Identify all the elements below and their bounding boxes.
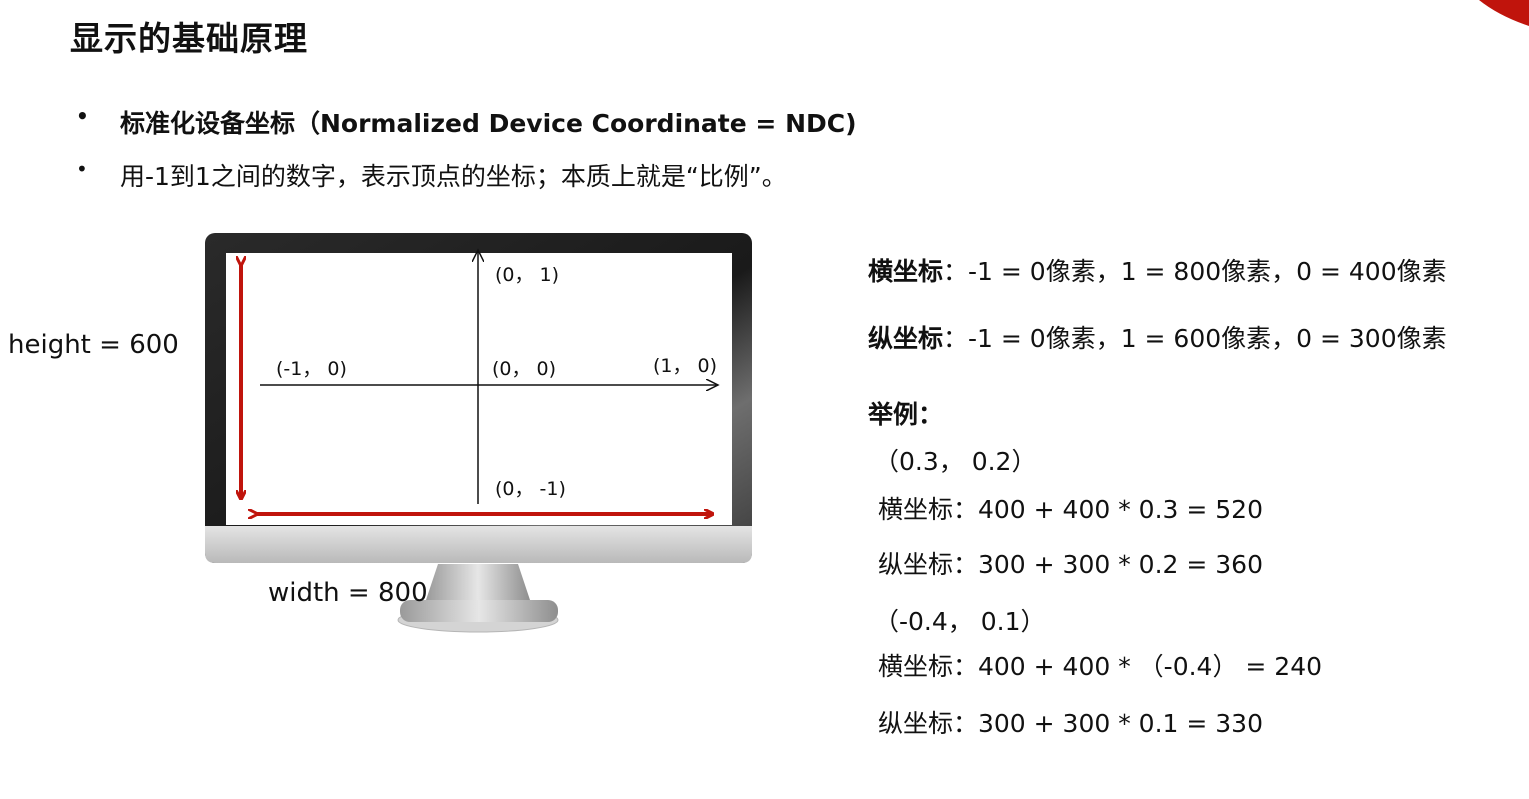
monitor-screen bbox=[226, 253, 732, 525]
example-point: （0.3， 0.2） bbox=[874, 447, 1037, 476]
width-label: width = 800 bbox=[268, 578, 428, 608]
y-axis-mapping-text: ：-1 = 0像素，1 = 600像素，0 = 300像素 bbox=[943, 324, 1447, 353]
page-title: 显示的基础原理 bbox=[70, 19, 308, 58]
bullet-ndc-definition: 标准化设备坐标（Normalized Device Coordinate = N… bbox=[120, 109, 857, 138]
coord-label-right: (1， 0) bbox=[653, 355, 718, 377]
height-label: height = 600 bbox=[8, 330, 179, 360]
monitor-stand bbox=[397, 564, 559, 633]
monitor-diagram bbox=[205, 233, 752, 633]
y-axis-mapping-label: 纵坐标 bbox=[868, 324, 944, 353]
example-heading: 举例： bbox=[868, 400, 944, 429]
corner-decoration bbox=[1479, 0, 1529, 26]
example-y-calc: 纵坐标：300 + 300 * 0.1 = 330 bbox=[878, 709, 1263, 738]
bullet-marker: • bbox=[76, 157, 88, 181]
bullet-marker: • bbox=[76, 104, 89, 128]
bullet-ndc-description: 用-1到1之间的数字，表示顶点的坐标；本质上就是“比例”。 bbox=[120, 162, 787, 191]
example-x-calc: 横坐标：400 + 400 * 0.3 = 520 bbox=[878, 495, 1263, 524]
coord-label-bottom: (0， -1) bbox=[495, 478, 566, 500]
monitor-chin bbox=[205, 526, 752, 563]
example-x-calc: 横坐标：400 + 400 * （-0.4） = 240 bbox=[878, 652, 1323, 681]
x-axis-mapping-text: ：-1 = 0像素，1 = 800像素，0 = 400像素 bbox=[943, 257, 1447, 286]
example-y-calc: 纵坐标：300 + 300 * 0.2 = 360 bbox=[878, 550, 1263, 579]
y-axis-mapping: 纵坐标：-1 = 0像素，1 = 600像素，0 = 300像素 bbox=[868, 319, 1447, 355]
coord-label-left: (-1， 0) bbox=[276, 358, 347, 380]
coord-label-center: (0， 0) bbox=[492, 358, 557, 380]
coord-label-top: (0， 1) bbox=[495, 264, 560, 286]
x-axis-mapping-label: 横坐标 bbox=[868, 257, 944, 286]
x-axis-mapping: 横坐标：-1 = 0像素，1 = 800像素，0 = 400像素 bbox=[868, 252, 1447, 288]
example-point: （-0.4， 0.1） bbox=[874, 607, 1046, 636]
